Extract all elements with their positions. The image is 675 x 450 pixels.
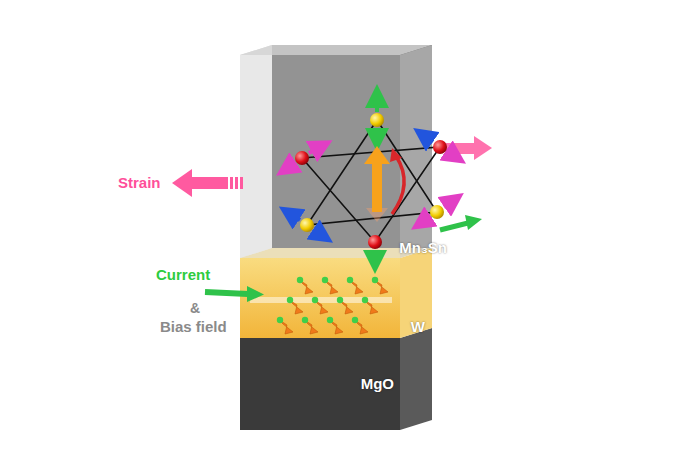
spin [372, 277, 388, 294]
sn-atom [300, 218, 314, 232]
layer-label: MgO [361, 375, 394, 392]
moment-arrow [309, 146, 322, 153]
spin-ball [327, 317, 333, 323]
spin [352, 317, 368, 334]
spin-ball [337, 297, 343, 303]
mn-atom [295, 151, 309, 165]
w-highlight [250, 297, 392, 303]
spin [297, 277, 313, 294]
spin [302, 317, 318, 334]
faint-arrow-body [372, 160, 382, 212]
w-layer: W [240, 258, 455, 338]
spin [322, 277, 338, 294]
spin-ball [352, 317, 358, 323]
moment-arrow [289, 213, 300, 220]
arrow-head [474, 136, 492, 160]
spin-ball [312, 297, 318, 303]
mn3sn-side [400, 45, 432, 258]
arrow-body [440, 223, 468, 230]
w-side [400, 248, 432, 338]
arrow-head [465, 215, 482, 230]
bias-field-label: Bias field [160, 318, 227, 335]
moment-arrow [421, 217, 430, 223]
arrow-bar [230, 177, 233, 189]
triangle [307, 120, 437, 225]
spin-ball [287, 297, 293, 303]
arrow-bar [235, 177, 238, 189]
moment-arrow [423, 135, 433, 142]
moment-arrow [375, 96, 379, 112]
strain-arrow-left [172, 169, 243, 197]
w-front [240, 258, 400, 338]
strain-arrow-right [446, 136, 492, 160]
moment-arrow [286, 163, 295, 169]
kagome-lattice [302, 120, 440, 242]
moment-arrow [447, 151, 456, 157]
sn-atom [430, 205, 444, 219]
spin-ball [347, 277, 353, 283]
spin [277, 317, 293, 334]
spin [337, 297, 353, 314]
ampersand-label: & [190, 300, 200, 316]
moment-arrow [314, 230, 323, 236]
arrow-bar [240, 177, 243, 189]
moment-arrow [373, 250, 377, 262]
moment-arrow [444, 200, 454, 207]
arrow-body [372, 162, 382, 212]
arrow-head [172, 169, 192, 197]
strain-label: Strain [118, 174, 161, 191]
spin-array [277, 277, 388, 334]
layer-label: Mn₃Sn [399, 239, 447, 256]
current-arrow [205, 286, 264, 302]
atom-moments [286, 96, 456, 262]
mgo-front [240, 338, 400, 430]
sn-atom [370, 113, 384, 127]
arrow-head [247, 286, 264, 302]
spin [327, 317, 343, 334]
spin [347, 277, 363, 294]
layer-label: W [411, 318, 425, 335]
mn3sn-left-strip [240, 45, 272, 258]
arrow-body [205, 292, 248, 294]
arrow-head [364, 146, 390, 164]
spin-ball [277, 317, 283, 323]
mn-atom [368, 235, 382, 249]
spin-ball [302, 317, 308, 323]
rotation-arrow [392, 156, 404, 214]
mn3sn-layer: Mn₃Sn [240, 55, 455, 258]
spin-ball [372, 277, 378, 283]
spin [362, 297, 378, 314]
octupole-arrow [364, 146, 404, 222]
spin-ball [322, 277, 328, 283]
spin-ball [362, 297, 368, 303]
spin [287, 297, 303, 314]
mgo-side [400, 328, 432, 430]
spin-ball [297, 277, 303, 283]
arrow-body [188, 177, 228, 189]
rotation-arrow-head [390, 148, 402, 162]
atoms [295, 113, 447, 249]
mn-atom [433, 140, 447, 154]
spin [312, 297, 328, 314]
output-arrow [440, 215, 482, 230]
mgo-layer: MgO [240, 338, 432, 430]
moment-arrow [375, 128, 379, 140]
current-label: Current [156, 266, 210, 283]
triangle [302, 147, 440, 242]
